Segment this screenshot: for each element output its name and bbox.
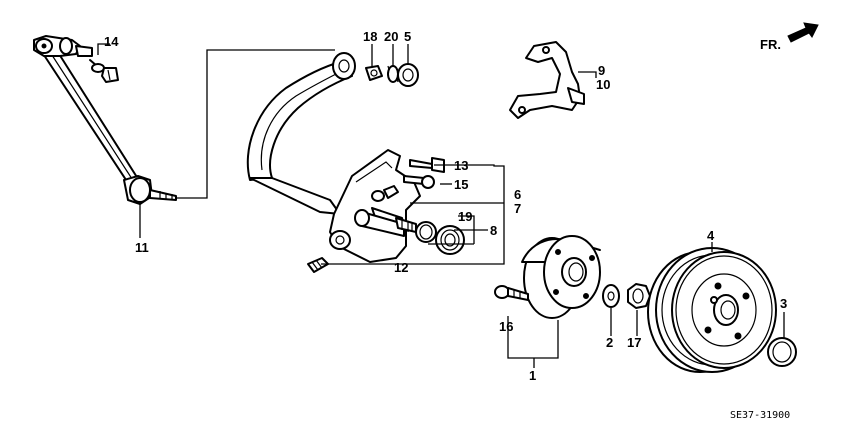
bolt-13 bbox=[409, 157, 445, 173]
wheel-hub bbox=[521, 235, 601, 319]
callout-labels: 14 11 18 20 5 9 10 13 15 6 7 19 8 12 4 3… bbox=[104, 29, 787, 383]
callout-18: 18 bbox=[363, 29, 377, 44]
bushing-5 bbox=[397, 63, 419, 87]
callout-3: 3 bbox=[780, 296, 787, 311]
spindle-nut-17 bbox=[627, 283, 651, 309]
callout-2: 2 bbox=[606, 335, 613, 350]
brake-drum bbox=[647, 247, 777, 373]
callout-15: 15 bbox=[454, 177, 468, 192]
direction-label: FR. bbox=[760, 37, 781, 52]
callout-20: 20 bbox=[384, 29, 398, 44]
callout-9: 9 bbox=[598, 63, 605, 78]
callout-11: 11 bbox=[135, 240, 149, 255]
callout-10: 10 bbox=[596, 77, 610, 92]
callout-5: 5 bbox=[404, 29, 411, 44]
spring-20 bbox=[387, 65, 399, 83]
part-code: SE37-31900 bbox=[730, 410, 790, 421]
callout-19: 19 bbox=[458, 209, 472, 224]
callout-16: 16 bbox=[499, 319, 513, 334]
callout-17: 17 bbox=[627, 335, 641, 350]
hub-cap-3 bbox=[767, 337, 797, 367]
brake-line-bracket bbox=[509, 41, 585, 119]
callout-12: 12 bbox=[394, 260, 408, 275]
upper-control-arm bbox=[246, 52, 356, 215]
trailing-link bbox=[33, 35, 177, 205]
washer-2 bbox=[602, 284, 620, 308]
front-direction-arrow-icon: FR. bbox=[760, 22, 819, 52]
snap-ring-19 bbox=[415, 221, 437, 243]
callout-4: 4 bbox=[707, 228, 715, 243]
hub-bearing-8 bbox=[435, 225, 465, 255]
rear-knuckle bbox=[329, 149, 421, 263]
bolt-15 bbox=[403, 175, 435, 189]
callout-8: 8 bbox=[490, 223, 497, 238]
flange-bolt-14 bbox=[89, 59, 119, 83]
reference-lines bbox=[97, 43, 785, 368]
hub-bolt-16 bbox=[494, 285, 529, 301]
callout-1: 1 bbox=[529, 368, 536, 383]
bushing-18 bbox=[365, 65, 383, 81]
callout-6: 6 bbox=[514, 187, 521, 202]
bolt-12 bbox=[307, 257, 329, 273]
callout-13: 13 bbox=[454, 158, 468, 173]
callout-7: 7 bbox=[514, 201, 521, 216]
callout-14: 14 bbox=[104, 34, 119, 49]
